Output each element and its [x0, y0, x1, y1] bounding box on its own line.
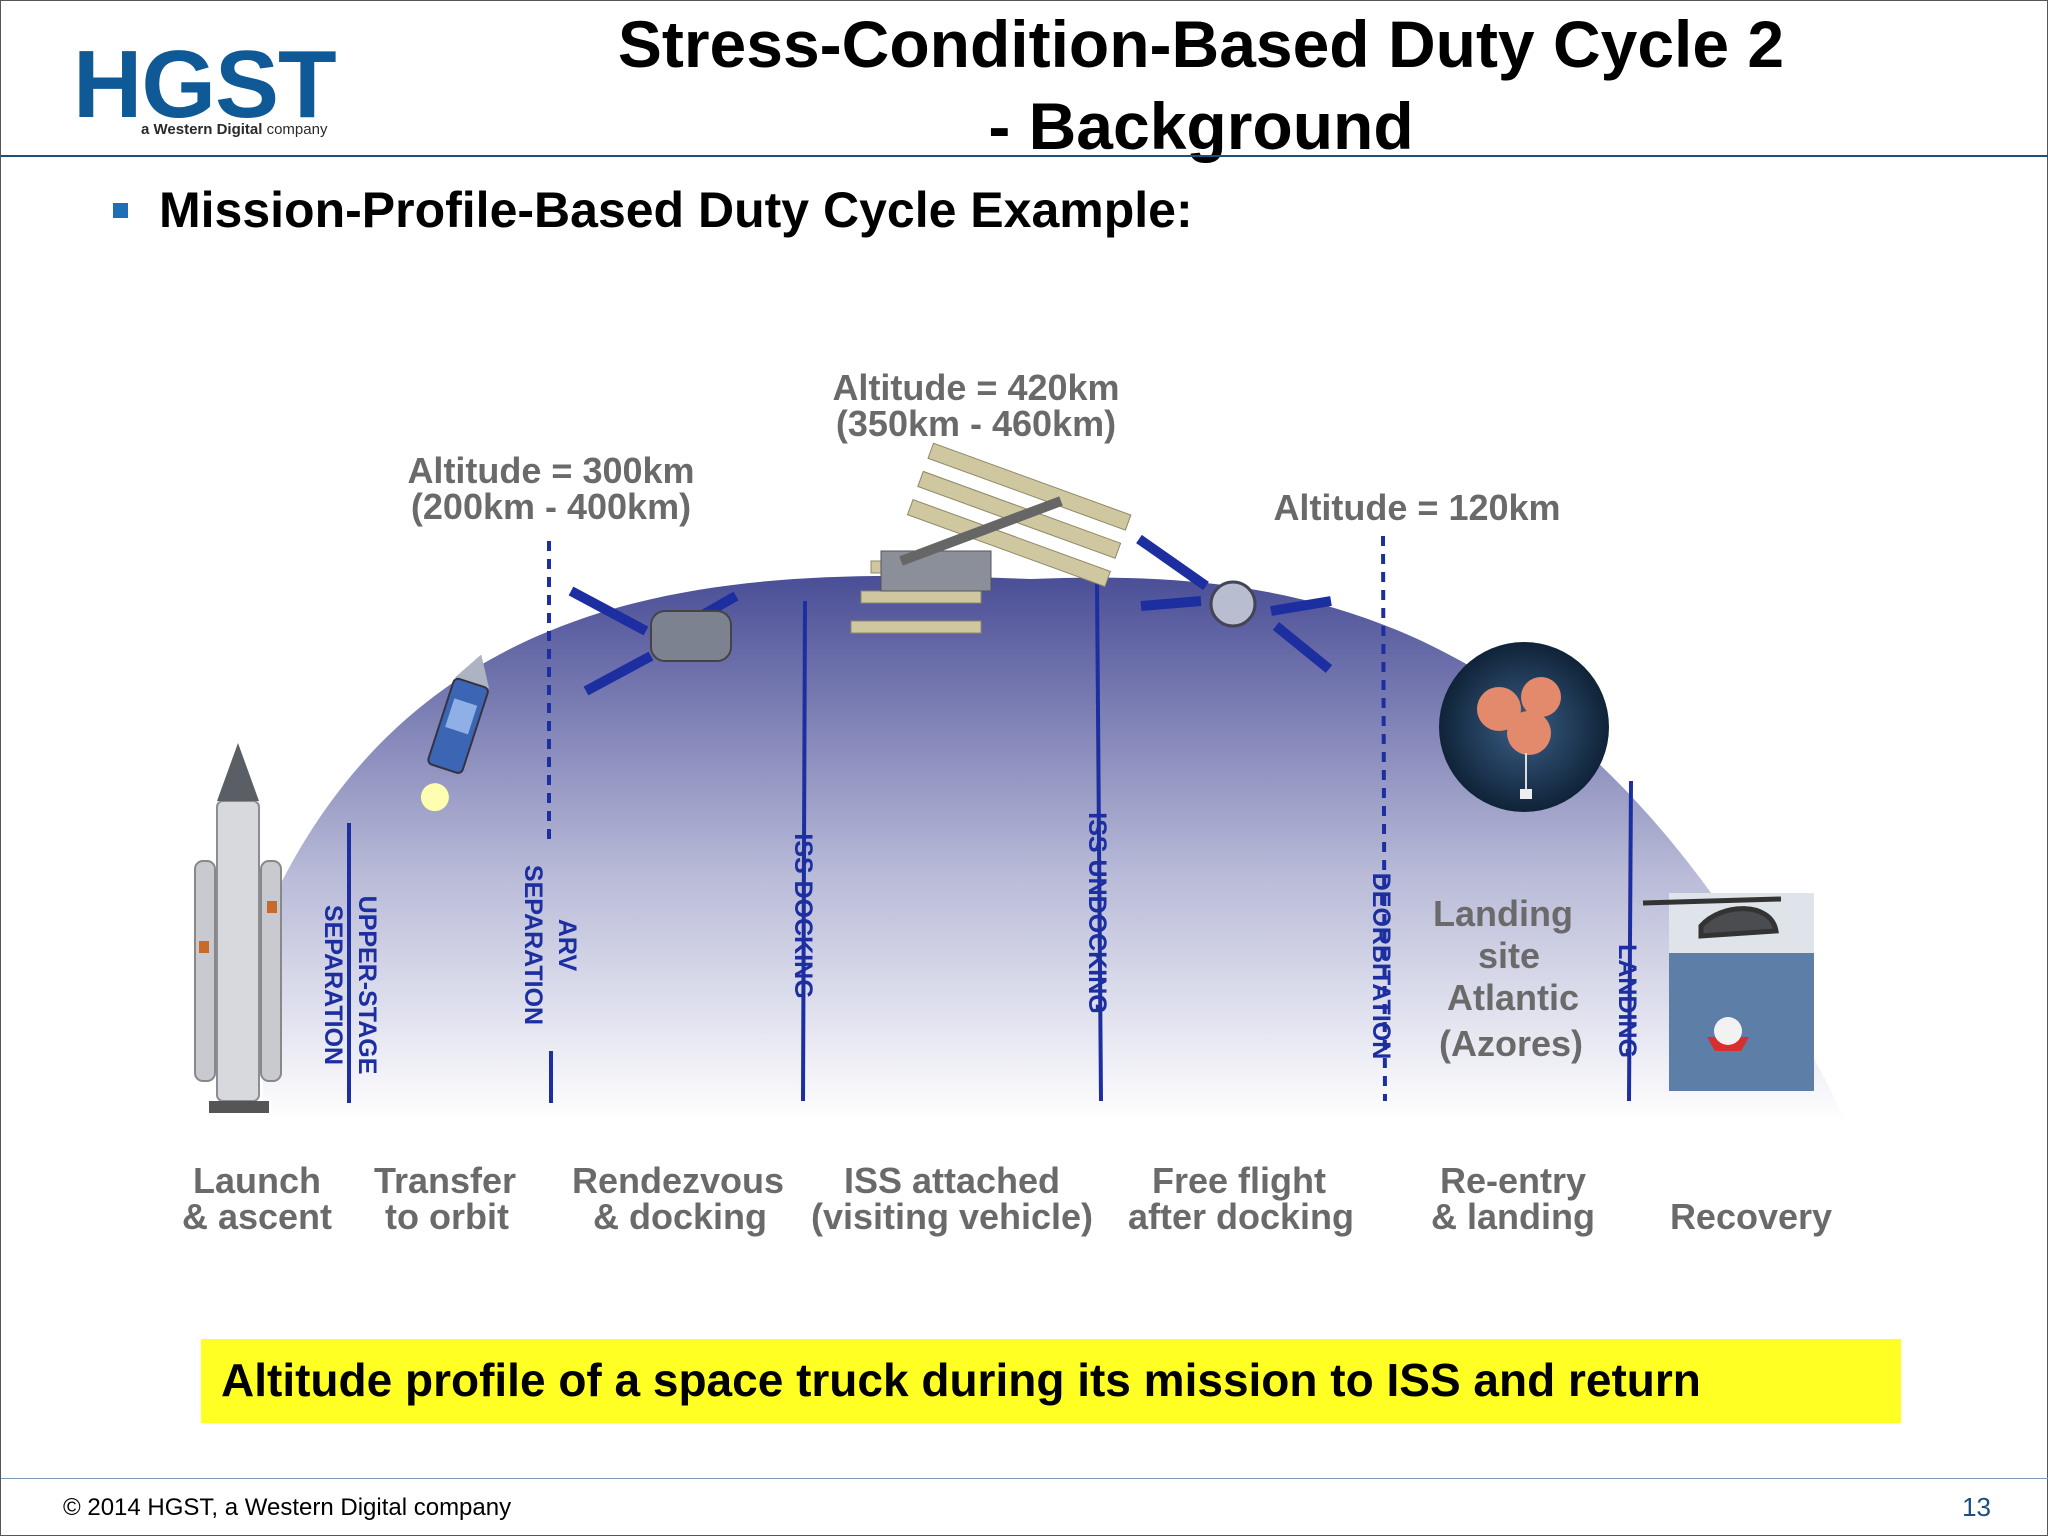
footer-divider	[1, 1478, 2048, 1479]
event-line-iss-undocking	[1095, 580, 1103, 1102]
event-iss-undocking-label: ISS UNDOCKING	[1083, 812, 1111, 1013]
caption-text: Altitude profile of a space truck during…	[221, 1354, 1701, 1406]
rocket-icon	[194, 743, 282, 1113]
phase-rendezvous-line1: Rendezvous	[572, 1160, 784, 1201]
altitude-arc	[263, 575, 1846, 1121]
slide-title: Stress-Condition-Based Duty Cycle 2 - Ba…	[431, 3, 1971, 167]
event-upper-stage-label: UPPER-STAGE	[353, 896, 381, 1075]
phase-iss-attached-line2: (visiting vehicle)	[811, 1196, 1093, 1237]
slide-title-line1: Stress-Condition-Based Duty Cycle 2	[617, 7, 1785, 81]
iss-station-icon	[850, 442, 1132, 634]
phase-recovery-label: Recovery	[1670, 1196, 1832, 1237]
landing-site-line4: (Azores)	[1439, 1023, 1583, 1064]
caption-banner: Altitude profile of a space truck during…	[201, 1339, 1901, 1423]
hgst-logo: HGST a Western Digital company	[73, 37, 373, 147]
altitude-300-label-line1: Altitude = 300km	[407, 450, 694, 491]
event-arv-label: ARV	[553, 919, 581, 972]
event-upper-stage-separation-label: SEPARATION	[319, 905, 347, 1065]
event-line-landing	[1627, 780, 1633, 1102]
bullet-text: Mission-Profile-Based Duty Cycle Example…	[159, 182, 1193, 238]
header-divider	[1, 155, 2048, 157]
logo-tagline: a Western Digital company	[141, 121, 328, 138]
recovery-helicopter-icon	[1642, 893, 1814, 1091]
phase-launch-line1: Launch	[193, 1160, 321, 1201]
free-flight-spacecraft-icon	[1136, 534, 1333, 673]
event-line-deorbitation	[1381, 535, 1387, 1102]
slide-title-line2: - Background	[988, 89, 1414, 163]
footer-copyright: © 2014 HGST, a Western Digital company	[63, 1494, 512, 1521]
phase-transfer-line2: to orbit	[385, 1196, 509, 1237]
event-iss-docking-label: ISS DOCKING	[789, 833, 817, 998]
phase-launch-line2: & ascent	[182, 1196, 332, 1237]
altitude-420-label-line2: (350km - 460km)	[836, 403, 1116, 444]
event-deorbitation-label: DEORBITATION	[1367, 873, 1395, 1060]
event-arv-separation-label: SEPARATION	[519, 865, 547, 1025]
phase-iss-attached-line1: ISS attached	[844, 1160, 1060, 1201]
phase-reentry-line1: Re-entry	[1440, 1160, 1586, 1201]
altitude-420-label-line1: Altitude = 420km	[832, 367, 1119, 408]
phase-free-flight-line1: Free flight	[1152, 1160, 1326, 1201]
landing-site-line1: Landing	[1433, 893, 1573, 934]
event-line-iss-docking	[801, 600, 807, 1102]
arv-spacecraft-icon	[568, 586, 739, 696]
phase-rendezvous-line2: & docking	[593, 1196, 767, 1237]
landing-site-line3: Atlantic	[1447, 977, 1579, 1018]
page-number: 13	[1962, 1492, 1991, 1522]
phase-transfer-line1: Transfer	[374, 1160, 516, 1201]
altitude-300-label-line2: (200km - 400km)	[411, 486, 691, 527]
phase-reentry-line2: & landing	[1431, 1196, 1595, 1237]
event-landing-label: LANDING	[1613, 944, 1641, 1058]
parachute-reentry-icon	[1439, 642, 1609, 812]
phase-free-flight-line2: after docking	[1128, 1196, 1354, 1237]
upper-stage-icon	[420, 654, 490, 812]
altitude-120-label: Altitude = 120km	[1273, 487, 1560, 528]
logo-wordmark: HGST	[73, 31, 337, 138]
landing-site-line2: site	[1478, 935, 1540, 976]
bullet-square-icon	[113, 203, 128, 218]
